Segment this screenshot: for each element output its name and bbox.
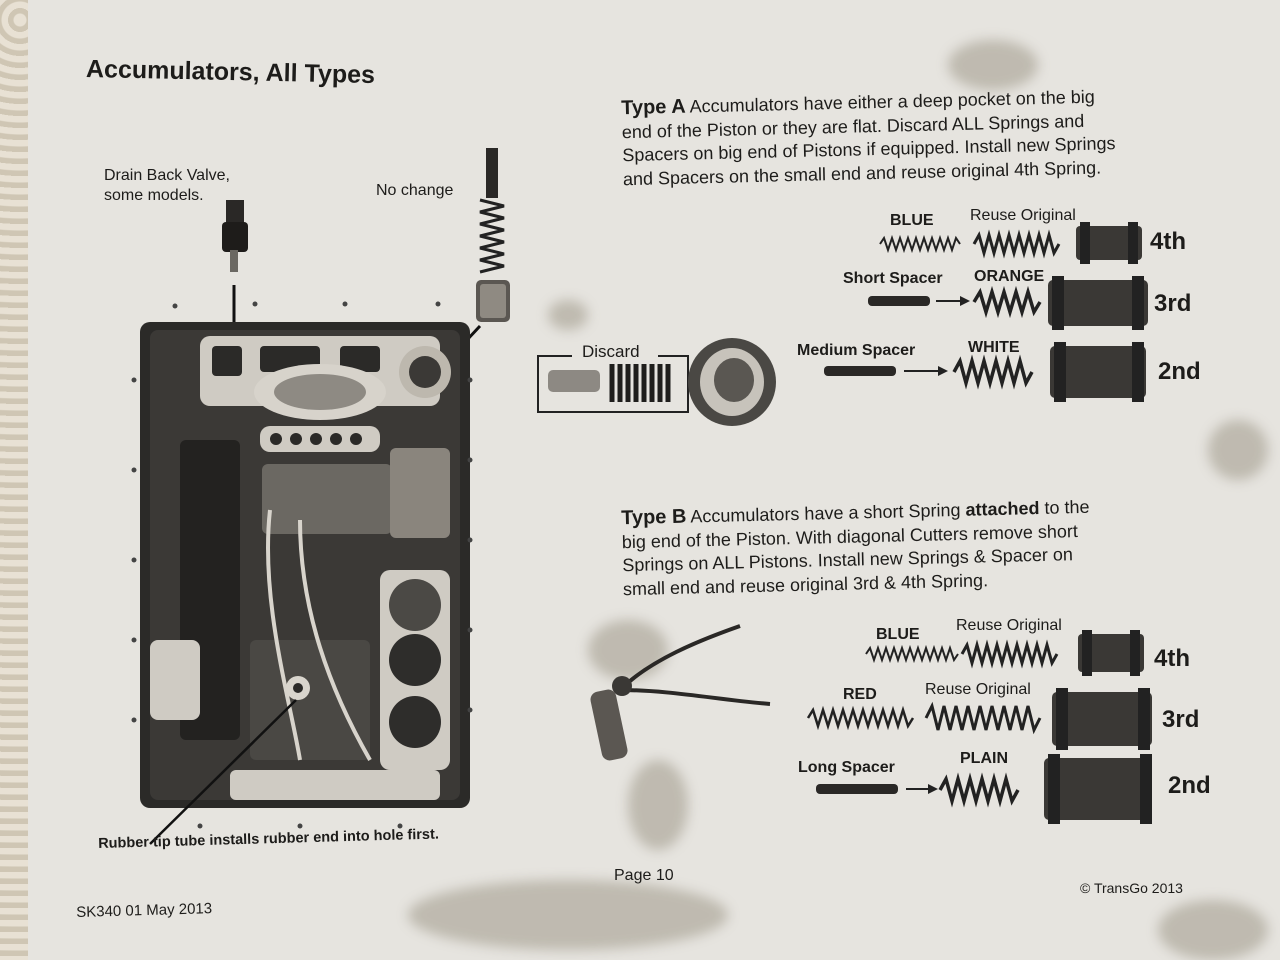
stain xyxy=(1208,420,1268,480)
type-b-attached-word: attached xyxy=(965,497,1040,520)
type-a-4th-right-label: Reuse Original xyxy=(970,207,1076,224)
type-b-paragraph: Type B Accumulators have a short Spring … xyxy=(621,493,1213,601)
type-b-line: Accumulators have a short Spring xyxy=(690,499,966,527)
type-b-4th-right-label: Reuse Original xyxy=(956,617,1062,634)
type-a-2nd-gear: 2nd xyxy=(1158,358,1201,385)
diagonal-cutters-icon xyxy=(590,624,771,761)
type-a-4th-left-label: BLUE xyxy=(890,212,934,229)
type-a-row-4th xyxy=(879,222,1142,264)
page-number: Page 10 xyxy=(614,867,674,884)
type-b-heading: Type B xyxy=(620,505,687,530)
type-a-row-3rd xyxy=(868,276,1148,330)
type-b-row-4th xyxy=(865,630,1144,676)
discard-box xyxy=(537,348,689,413)
type-a-3rd-left-label: Short Spacer xyxy=(843,270,943,287)
type-b-3rd-left-label: RED xyxy=(843,686,877,703)
type-b-line: to the xyxy=(1039,496,1090,518)
type-a-4th-gear: 4th xyxy=(1150,228,1186,255)
stain xyxy=(588,620,668,680)
type-b-3rd-right-label: Reuse Original xyxy=(925,681,1031,698)
type-b-4th-left-label: BLUE xyxy=(876,626,920,643)
stain xyxy=(948,40,1038,90)
type-a-heading: Type A xyxy=(620,95,686,120)
drain-back-line1: Drain Back Valve, xyxy=(104,167,230,184)
type-b-2nd-right-label: PLAIN xyxy=(960,750,1008,767)
type-a-paragraph: Type A Accumulators have either a deep p… xyxy=(621,83,1213,191)
type-b-3rd-gear: 3rd xyxy=(1162,706,1200,733)
type-a-row-2nd xyxy=(824,342,1146,402)
stain xyxy=(628,760,688,850)
discard-label: Discard xyxy=(582,342,640,361)
stain xyxy=(1158,900,1268,960)
no-change-spring-icon xyxy=(476,148,510,322)
border-dots xyxy=(131,301,473,829)
type-b-2nd-left-label: Long Spacer xyxy=(798,759,895,776)
type-a-3rd-right-label: ORANGE xyxy=(974,268,1045,285)
piston-end-icon xyxy=(688,338,776,426)
type-a-2nd-right-label: WHITE xyxy=(968,339,1020,356)
no-change-label: No change xyxy=(376,182,454,199)
type-b-4th-gear: 4th xyxy=(1154,645,1190,672)
type-a-2nd-left-label: Medium Spacer xyxy=(797,342,916,359)
stain xyxy=(548,300,588,330)
type-a-3rd-gear: 3rd xyxy=(1154,290,1192,317)
type-b-row-3rd xyxy=(806,688,1152,750)
type-b-2nd-gear: 2nd xyxy=(1168,772,1211,799)
drain-back-line2: some models. xyxy=(104,187,204,204)
valve-body-photo xyxy=(140,322,470,808)
type-b-row-2nd xyxy=(816,754,1152,824)
stain xyxy=(408,880,728,950)
drain-back-valve-icon xyxy=(222,200,248,272)
drain-back-label: Drain Back Valve, some models. xyxy=(104,166,230,206)
copyright: © TransGo 2013 xyxy=(1080,880,1183,896)
rubber-tip-pointer xyxy=(149,699,297,845)
